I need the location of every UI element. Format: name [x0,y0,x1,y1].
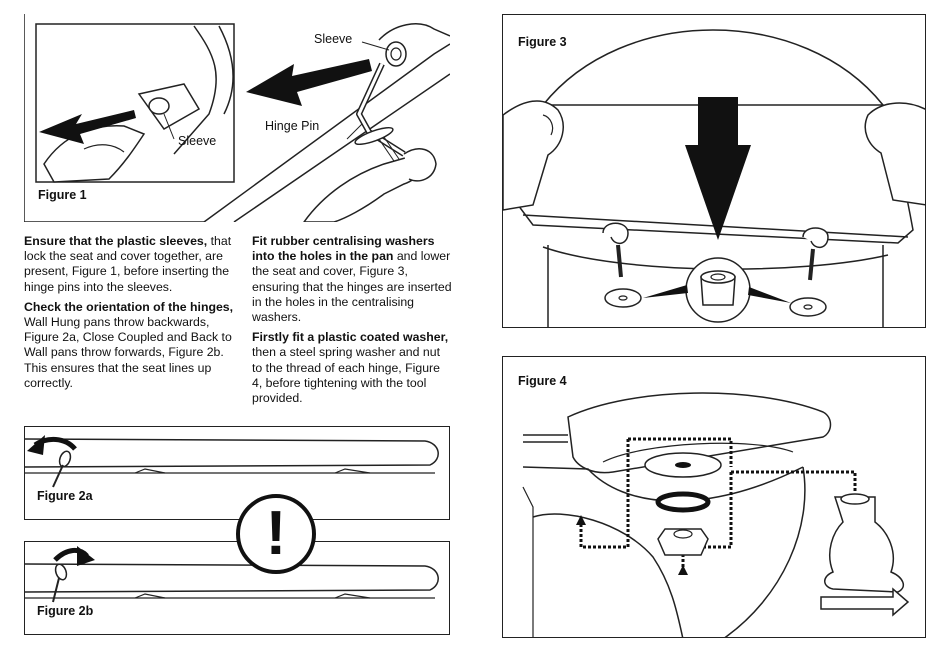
instruction-sleeves: Ensure that the plastic sleeves, that lo… [24,234,234,295]
figure-1: Figure 1 Sleeve Sleeve Hinge Pin [24,14,450,222]
instructions-column-1: Ensure that the plastic sleeves, that lo… [24,234,234,396]
instruction-orientation-text: Wall Hung pans throw backwards, Figure 2… [24,315,232,390]
figure-2a-label: Figure 2a [37,489,93,503]
figure-3-label: Figure 3 [518,35,567,49]
figure-2a: Figure 2a [24,426,450,520]
sleeve-callout-left: Sleeve [178,134,217,148]
figure-4: Figure 4 [502,356,926,638]
figure-2b: Figure 2b [24,541,450,635]
exclamation-icon: ! [265,499,287,568]
instruction-washers-bold: Fit rubber centralising washers into the… [252,234,435,264]
instruction-coated-washer: Firstly fit a plastic coated washer, the… [252,330,452,406]
figure-4-label: Figure 4 [518,374,567,388]
instruction-orientation-bold: Check the orientation of the hinges, [24,299,234,314]
instructions-column-2: Fit rubber centralising washers into the… [252,234,452,411]
figure-2a-illustration [25,435,439,488]
warning-symbol: ! [236,494,316,574]
instruction-sleeves-bold: Ensure that the plastic sleeves, [24,234,208,248]
instruction-washers-text: and lower the seat and cover, Figure 3, … [252,249,452,325]
instruction-sleeves-text: that lock the seat and cover together, a… [24,234,232,294]
figure-3-illustration [503,29,925,327]
figure-4-illustration [522,392,910,637]
figure-2b-label: Figure 2b [37,604,94,618]
instruction-washers: Fit rubber centralising washers into the… [252,234,452,325]
hinge-pin-callout: Hinge Pin [265,119,320,133]
sleeve-callout-top: Sleeve [314,32,353,46]
instruction-coated-washer-text: then a steel spring washer and nut to th… [252,345,440,406]
instruction-coated-washer-bold: Firstly fit a plastic coated washer, [252,330,449,345]
figure-1-illustration [24,14,450,222]
figure-1-label: Figure 1 [38,188,87,202]
instruction-orientation: Check the orientation of the hinges, Wal… [24,300,234,391]
figure-2b-illustration [25,546,439,603]
figure-3: Figure 3 [502,14,926,328]
